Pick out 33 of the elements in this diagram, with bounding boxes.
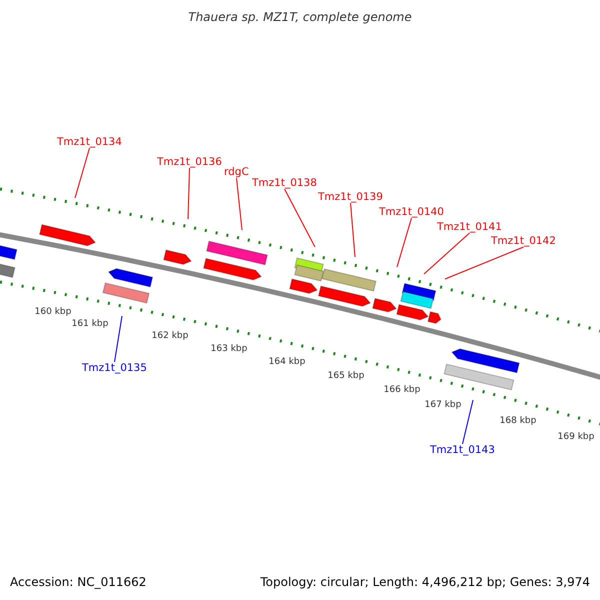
scale-label: 166 kbp [384, 385, 420, 395]
leader-line [74, 148, 90, 198]
gene-label: rdgC [224, 165, 249, 179]
scale-label: 163 kbp [210, 344, 248, 354]
leader-line [114, 316, 122, 362]
leader-line [396, 218, 412, 268]
gene-label: Tmz1t_0139 [318, 190, 383, 204]
scale-label: 164 kbp [268, 357, 306, 367]
gene-label: Tmz1t_0136 [157, 155, 222, 169]
gene-label: Tmz1t_0138 [252, 176, 317, 190]
leader-line [350, 202, 356, 258]
leader-line [444, 246, 524, 280]
leader-line [462, 400, 474, 444]
scale-label: 168 kbp [500, 416, 536, 426]
scale-label: 167 kbp [424, 400, 462, 410]
scale-label: 161 kbp [72, 319, 108, 329]
scale-label: 165 kbp [328, 371, 364, 381]
map-title: Thauera sp. MZ1T, complete genome [187, 10, 413, 24]
scale-label: 160 kbp [34, 307, 72, 317]
gene-label: Tmz1t_0141 [437, 220, 502, 234]
leader-line [236, 178, 242, 230]
leader-line [424, 232, 470, 274]
gene-label: Tmz1t_0134 [57, 135, 122, 149]
leader-line [188, 168, 190, 220]
scale-label: 162 kbp [152, 331, 188, 341]
scale-label: 169 kbp [558, 432, 594, 442]
gene-label: Tmz1t_0143 [430, 443, 495, 457]
gene-label: Tmz1t_0142 [491, 234, 556, 248]
gene-label: Tmz1t_0135 [82, 361, 147, 375]
accession-text: Accession: NC_011662 [10, 575, 146, 589]
genome-summary: Topology: circular; Length: 4,496,212 bp; Genes: 3,974 [260, 575, 590, 589]
leader-line [284, 188, 316, 248]
gene-label: Tmz1t_0140 [379, 205, 444, 219]
